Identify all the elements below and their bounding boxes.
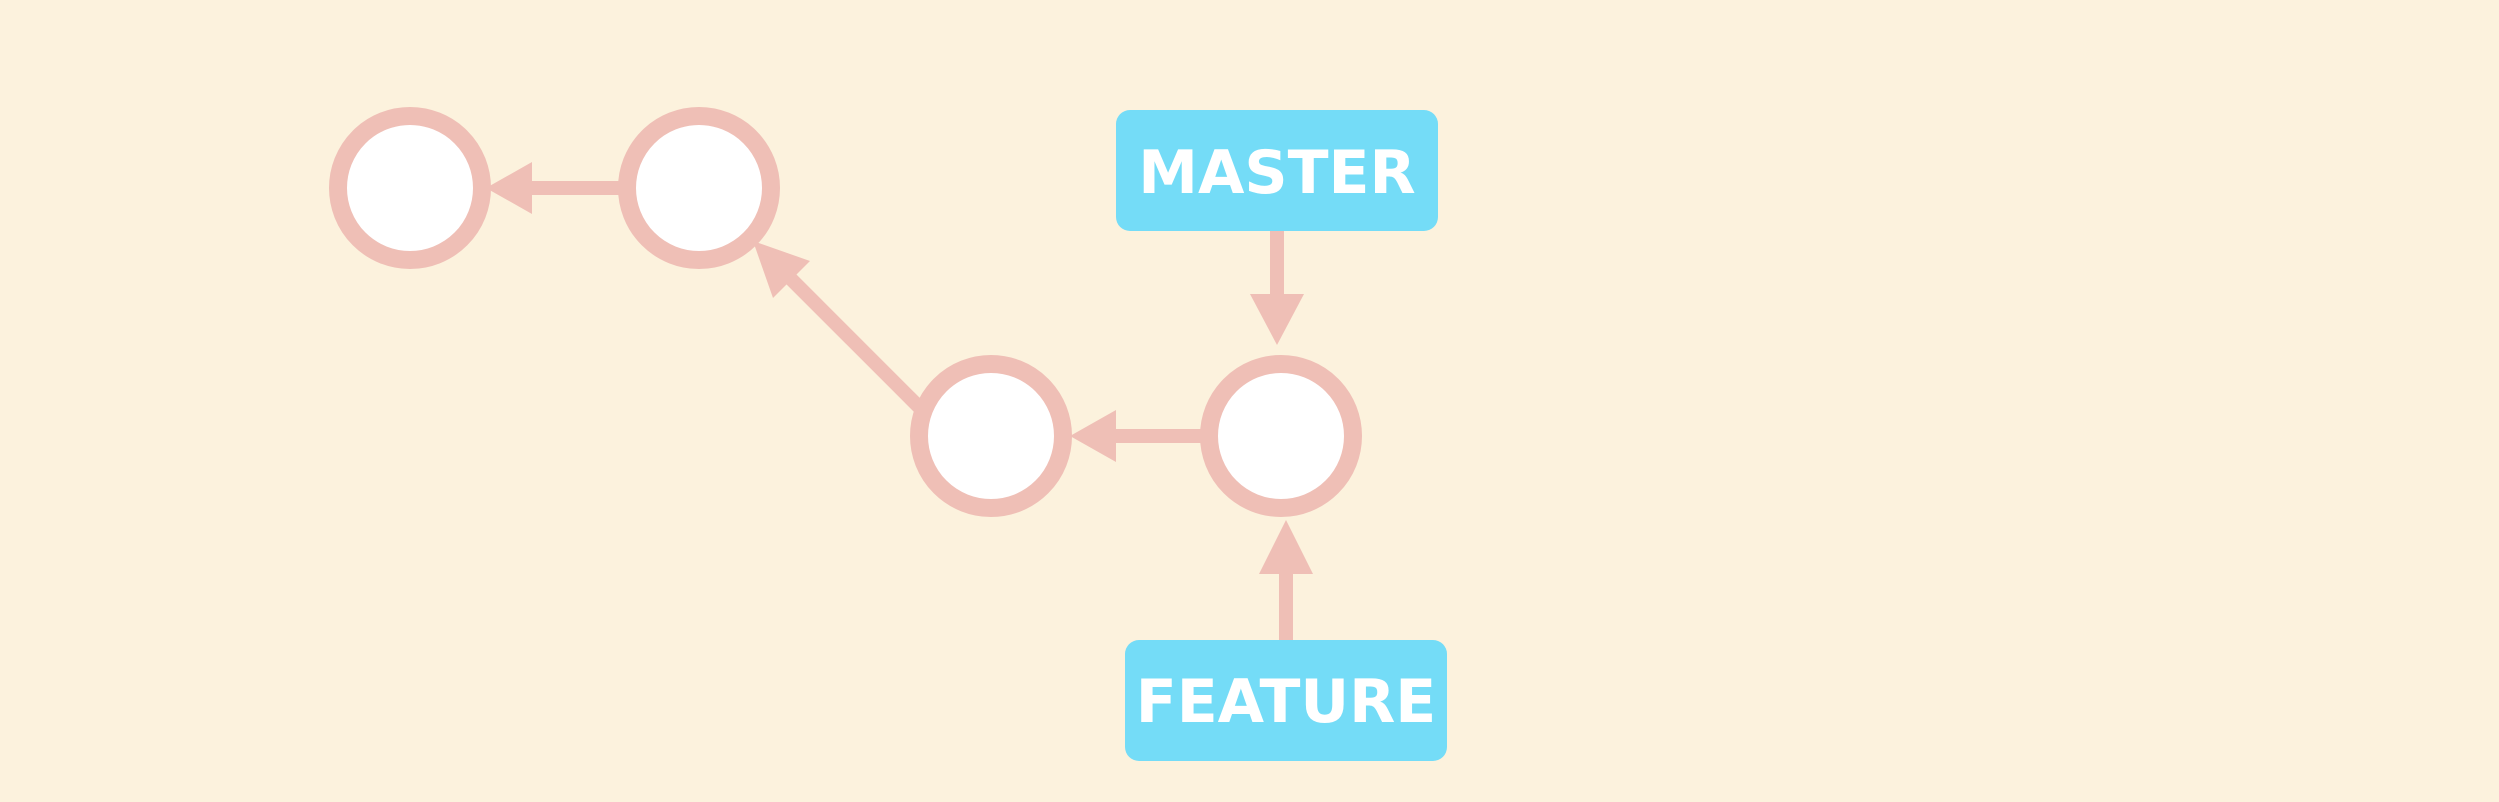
arrowhead-master-to-c4 xyxy=(1250,294,1304,345)
arrowhead-c3-to-c2 xyxy=(753,241,810,298)
feature-label-text: FEATURE xyxy=(1136,667,1437,737)
edge-layer xyxy=(486,162,1313,642)
branch-label-master[interactable]: MASTER xyxy=(1116,110,1438,231)
feature-label-box xyxy=(1125,640,1447,761)
label-layer: MASTER FEATURE xyxy=(1116,110,1447,761)
master-label-text: MASTER xyxy=(1138,138,1415,208)
arrowhead-feature-to-c4 xyxy=(1259,520,1313,574)
commit-node-c4[interactable] xyxy=(1200,355,1362,517)
commit-node-c3[interactable] xyxy=(910,355,1072,517)
master-label-box xyxy=(1116,110,1438,231)
commit-layer xyxy=(329,107,1362,517)
commit-node-c2[interactable] xyxy=(618,107,780,269)
commit-node-c1[interactable] xyxy=(329,107,491,269)
arrowhead-c2-to-c1 xyxy=(486,162,532,214)
arrowhead-c4-to-c3 xyxy=(1070,410,1116,462)
branch-label-feature[interactable]: FEATURE xyxy=(1125,640,1447,761)
edge-c3-to-c2 xyxy=(777,265,925,413)
